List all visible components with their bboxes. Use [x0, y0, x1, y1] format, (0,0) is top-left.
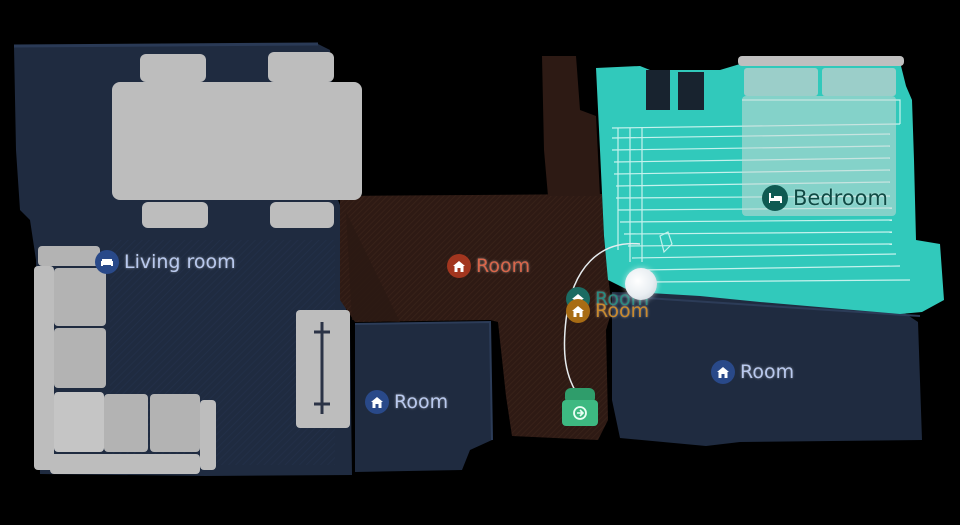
home-icon — [365, 390, 389, 414]
home-icon — [711, 360, 735, 384]
sofa-icon — [95, 250, 119, 274]
bed-icon — [762, 185, 788, 211]
room-label-corridor-b[interactable]: Room — [566, 299, 649, 323]
small-room-area[interactable] — [354, 320, 493, 472]
room-label-bedroom[interactable]: Bedroom — [762, 185, 888, 211]
robot-vacuum-icon[interactable] — [625, 268, 657, 300]
home-icon — [566, 299, 590, 323]
room-label-hallway[interactable]: Room — [447, 254, 530, 278]
right-room-area[interactable] — [612, 292, 922, 446]
room-label-small-room[interactable]: Room — [365, 390, 448, 414]
furniture — [34, 52, 362, 474]
room-label-right-room[interactable]: Room — [711, 360, 794, 384]
room-label-living-room[interactable]: Living room — [95, 250, 236, 274]
charging-dock-icon[interactable] — [561, 386, 599, 428]
home-icon — [447, 254, 471, 278]
hallway-room-area[interactable] — [340, 56, 612, 440]
